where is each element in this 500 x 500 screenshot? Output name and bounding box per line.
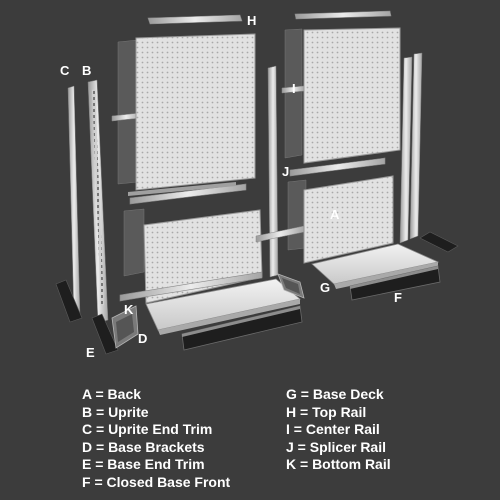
back-panel-upper-left — [135, 33, 256, 191]
shelving-exploded-diagram: H C B I J A G F K D E — [55, 10, 459, 360]
legend-item-base-deck: G = Base Deck — [286, 386, 384, 402]
callout-g: G — [320, 280, 330, 295]
callout-i: I — [292, 81, 296, 96]
closed-base-front-right — [349, 265, 441, 301]
left-back-panel-rear — [117, 39, 145, 277]
uprite-left-rear — [267, 65, 279, 278]
legend-item-uprite: B = Uprite — [82, 403, 149, 420]
parts-legend: A = Back B = Uprite C = Uprite End Trim … — [0, 386, 500, 500]
bottom-rail-right — [255, 225, 305, 243]
legend-item-back: A = Back — [82, 386, 142, 402]
callout-f: F — [394, 290, 402, 305]
callout-h: H — [247, 13, 256, 28]
splicer-rail-right — [289, 157, 386, 177]
legend-item-base-end-trim: E = Base End Trim — [82, 456, 205, 473]
legend-item-center-rail: I = Center Rail — [286, 421, 380, 438]
legend-item-top-rail: H = Top Rail — [286, 403, 367, 420]
callout-k: K — [124, 302, 134, 317]
callout-c: C — [60, 63, 70, 78]
splicer-rail-left — [128, 182, 247, 205]
base-bracket-left — [111, 305, 139, 349]
base-deck-left — [145, 278, 301, 335]
back-panel-lower-right — [303, 175, 394, 264]
callout-j: J — [282, 164, 289, 179]
base-end-trim-right — [419, 231, 459, 253]
legend-item-splicer-rail: J = Splicer Rail — [286, 438, 386, 455]
callout-d: D — [138, 331, 147, 346]
legend-column-right: G = Base Deck H = Top Rail I = Center Ra… — [286, 386, 391, 474]
bottom-rail-left — [119, 271, 263, 302]
legend-item-base-brackets: D = Base Brackets — [82, 438, 205, 455]
uprite-right — [399, 52, 423, 244]
base-bracket-right — [277, 273, 305, 299]
uprite-end-trim-left — [67, 85, 81, 319]
legend-item-closed-base-front: F = Closed Base Front — [82, 473, 231, 490]
base-end-trim-left — [55, 279, 119, 355]
legend-item-bottom-rail: K = Bottom Rail — [286, 456, 391, 473]
right-back-panel-rear — [284, 28, 307, 251]
uprite-left — [87, 79, 109, 324]
legend-column-left: A = Back B = Uprite C = Uprite End Trim … — [82, 386, 230, 492]
closed-base-front-left — [181, 305, 303, 351]
callout-b: B — [82, 63, 91, 78]
legend-item-uprite-end-trim: C = Uprite End Trim — [82, 421, 213, 438]
back-panel-upper-right — [303, 27, 401, 164]
base-deck-right — [311, 243, 440, 289]
callout-e: E — [86, 345, 95, 360]
top-rail — [147, 10, 392, 25]
callout-a: A — [330, 207, 340, 222]
